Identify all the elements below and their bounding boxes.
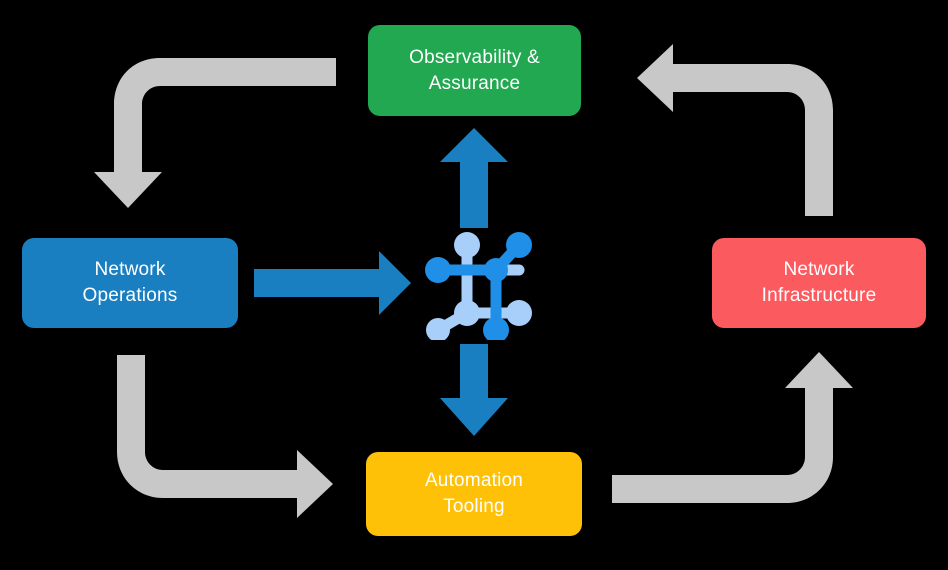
blue-arrow-down: [440, 344, 508, 436]
gray-arrow-top-left: [94, 58, 336, 208]
node-box-network-infrastructure[interactable]: Network Infrastructure: [712, 238, 926, 328]
network-topology-icon: [425, 232, 532, 340]
gray-arrow-top-right: [637, 44, 833, 216]
gray-arrow-bottom-left: [113, 355, 333, 518]
topology-light-nodes: [426, 232, 532, 340]
topology-dark-nodes: [425, 232, 532, 340]
node-box-automation-tooling[interactable]: Automation Tooling: [366, 452, 582, 536]
blue-arrow-up: [440, 128, 508, 228]
node-box-observability[interactable]: Observability & Assurance: [368, 25, 581, 116]
gray-arrow-bottom-right: [612, 352, 853, 503]
blue-arrow-right: [254, 251, 411, 315]
node-box-network-operations[interactable]: Network Operations: [22, 238, 238, 328]
